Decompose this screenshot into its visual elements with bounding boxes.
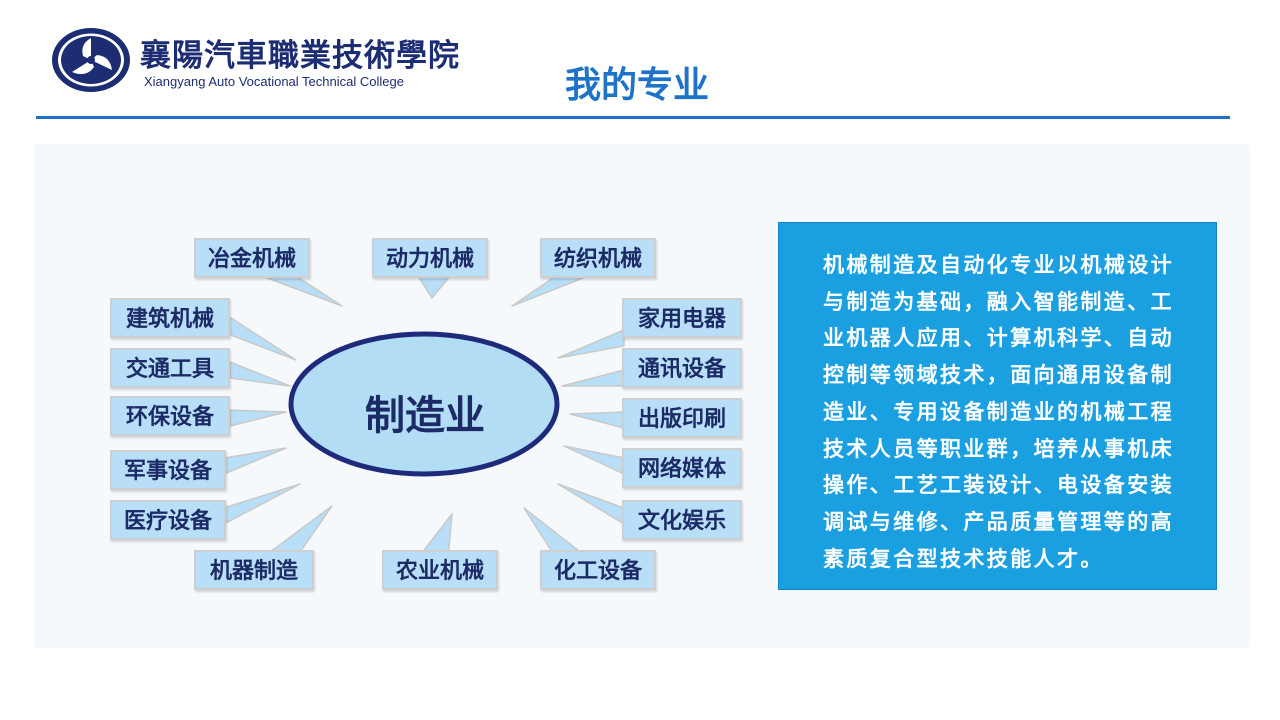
pointer-media bbox=[563, 445, 625, 475]
tag-printing-publishing: 出版印刷 bbox=[622, 398, 742, 438]
tag-textile-machinery: 纺织机械 bbox=[540, 238, 656, 278]
tag-metallurgy-machinery: 冶金机械 bbox=[194, 238, 310, 278]
tag-machine-manufacturing: 机器制造 bbox=[194, 550, 314, 590]
pointer-telecom bbox=[561, 369, 625, 387]
description-box: 机械制造及自动化专业以机械设计与制造为基础，融入智能制造、工业机器人应用、计算机… bbox=[778, 222, 1217, 590]
pointer-textile bbox=[511, 275, 589, 307]
pointer-environment bbox=[229, 409, 287, 427]
tag-transport-vehicles: 交通工具 bbox=[110, 348, 230, 388]
hub-ellipse bbox=[288, 331, 560, 477]
tag-network-media: 网络媒体 bbox=[622, 448, 742, 488]
hub-label: 制造业 bbox=[365, 393, 485, 439]
tag-agricultural-machinery: 农业机械 bbox=[382, 550, 498, 590]
tag-environmental-equipment: 环保设备 bbox=[110, 396, 230, 436]
pointer-entertainment bbox=[557, 483, 625, 525]
college-name-chinese: 襄陽汽車職業技術學院 bbox=[140, 38, 460, 74]
college-emblem-icon bbox=[52, 28, 130, 92]
tag-home-appliances: 家用电器 bbox=[622, 298, 742, 338]
pointer-military bbox=[223, 447, 287, 475]
major-description: 机械制造及自动化专业以机械设计与制造为基础，融入智能制造、工业机器人应用、计算机… bbox=[823, 253, 1174, 571]
tag-telecom-equipment: 通讯设备 bbox=[622, 348, 742, 388]
pointer-appliances bbox=[557, 329, 625, 359]
pointer-publishing bbox=[569, 411, 625, 429]
college-name-english: Xiangyang Auto Vocational Technical Coll… bbox=[144, 74, 404, 89]
tag-medical-equipment: 医疗设备 bbox=[110, 500, 226, 540]
pointer-medical bbox=[223, 483, 301, 525]
tag-construction-machinery: 建筑机械 bbox=[110, 298, 230, 338]
page-title: 我的专业 bbox=[564, 65, 709, 106]
tag-culture-entertainment: 文化娱乐 bbox=[622, 500, 742, 540]
title-divider bbox=[36, 116, 1230, 119]
pointer-construction bbox=[227, 315, 297, 361]
pointer-metallurgy bbox=[261, 275, 343, 307]
tag-chemical-equipment: 化工设备 bbox=[540, 550, 656, 590]
pointer-transport bbox=[229, 361, 291, 387]
tag-power-machinery: 动力机械 bbox=[372, 238, 488, 278]
tag-military-equipment: 军事设备 bbox=[110, 450, 226, 490]
